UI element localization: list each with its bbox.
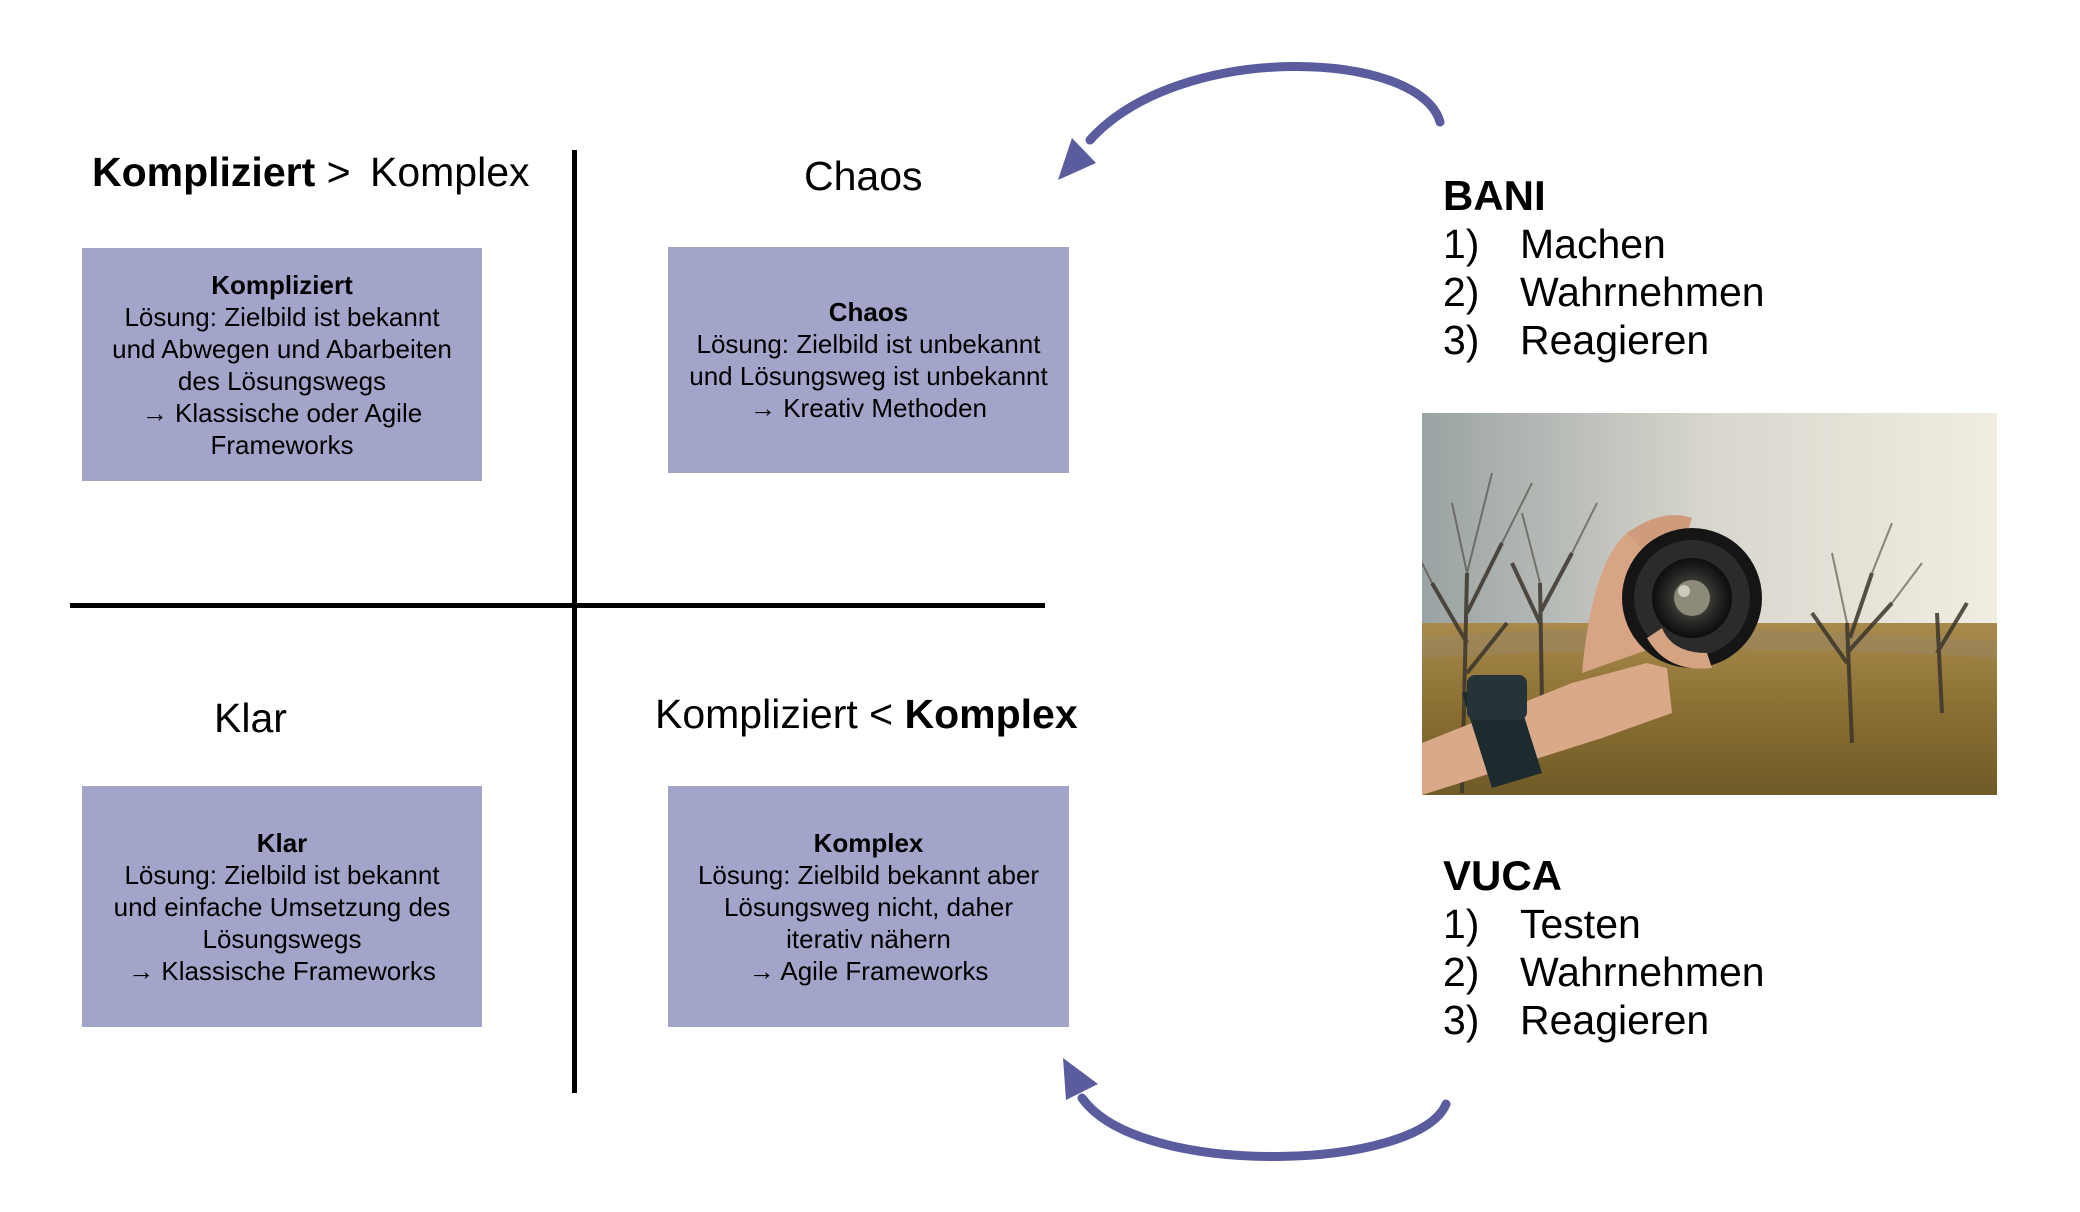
box-kompliziert: Kompliziert Lösung: Zielbild ist bekannt… [82,248,482,481]
box-line: iterativ nähern [786,923,951,954]
heading-bottom-right-normal: Kompliziert [655,691,858,737]
box-line: des Lösungswegs [177,365,387,396]
box-komplex-title: Komplex [813,827,924,858]
heading-bottom-right: Kompliziert < Komplex [655,691,1078,737]
box-line: und Abwegen und Abarbeiten [112,333,452,364]
box-line: Lösung: Zielbild ist bekannt [124,859,440,890]
heading-bottom-right-bold: Komplex [904,691,1078,737]
heading-top-left-separator: > [315,149,362,195]
box-komplex: Komplex Lösung: Zielbild bekannt aber Lö… [668,786,1069,1027]
list-item-number: 3) [1443,997,1480,1043]
box-line: und Lösungsweg ist unbekannt [689,361,1048,391]
list-item-number: 2) [1443,269,1480,315]
vuca-title: VUCA [1443,852,1563,899]
box-line: → Klassische Frameworks [128,955,436,986]
list-item-label: Wahrnehmen [1520,949,1765,995]
list-item: 3) Reagieren [1443,316,1765,364]
list-item-label: Reagieren [1520,317,1710,363]
box-chaos: Chaos Lösung: Zielbild ist unbekannt und… [668,247,1069,473]
list-item-number: 2) [1443,949,1480,995]
horizontal-axis [70,603,1045,608]
heading-bottom-left: Klar [214,695,287,741]
box-klar-title: Klar [256,827,308,858]
box-chaos-title: Chaos [828,297,909,327]
list-item-label: Wahrnehmen [1520,269,1765,315]
list-item: 1) Testen [1443,900,1765,948]
bani-section: BANI 1) Machen 2) Wahrnehmen 3) Reagieren [1443,172,1765,364]
box-line: Frameworks [210,429,354,460]
vuca-list: 1) Testen 2) Wahrnehmen 3) Reagieren [1443,900,1765,1044]
list-item-label: Reagieren [1520,997,1710,1043]
box-line: Lösung: Zielbild bekannt aber [697,859,1040,890]
box-line: → Agile Frameworks [748,955,989,986]
list-item: 1) Machen [1443,220,1765,268]
box-kompliziert-title: Kompliziert [211,269,353,300]
box-line: Lösung: Zielbild ist bekannt [124,301,440,332]
vuca-section: VUCA 1) Testen 2) Wahrnehmen 3) Reagieren [1443,852,1765,1044]
box-line: Lösungswegs [202,923,362,954]
heading-top-left: Kompliziert > Komplex [92,149,530,195]
list-item: 2) Wahrnehmen [1443,948,1765,996]
list-item-label: Testen [1520,901,1641,947]
box-line: → Klassische oder Agile [141,397,423,428]
box-line: Lösung: Zielbild ist unbekannt [696,329,1041,359]
box-line: Lösungsweg nicht, daher [723,891,1014,922]
list-item-number: 3) [1443,317,1480,363]
vertical-axis [572,150,577,1093]
list-item-label: Machen [1520,221,1666,267]
heading-top-right: Chaos [804,153,923,199]
bani-list: 1) Machen 2) Wahrnehmen 3) Reagieren [1443,220,1765,364]
heading-bottom-right-separator: < [857,691,905,737]
box-line: und einfache Umsetzung des [113,891,451,922]
hand-holding-lens-photo [1422,413,1997,795]
bottom-arrow-head [1063,1058,1098,1100]
photo-illustration [1422,413,1997,795]
top-arrow-head [1058,138,1096,180]
heading-top-left-bold: Kompliziert [92,149,316,195]
box-line: → Kreativ Methoden [749,393,987,423]
box-klar: Klar Lösung: Zielbild ist bekannt und ei… [82,786,482,1027]
list-item-number: 1) [1443,221,1480,267]
top-curved-arrow [1085,62,1445,145]
list-item-number: 1) [1443,901,1480,947]
heading-top-left-normal: Komplex [369,149,530,195]
list-item: 3) Reagieren [1443,996,1765,1044]
bani-title: BANI [1443,172,1546,219]
list-item: 2) Wahrnehmen [1443,268,1765,316]
bottom-curved-arrow [1077,1093,1451,1161]
